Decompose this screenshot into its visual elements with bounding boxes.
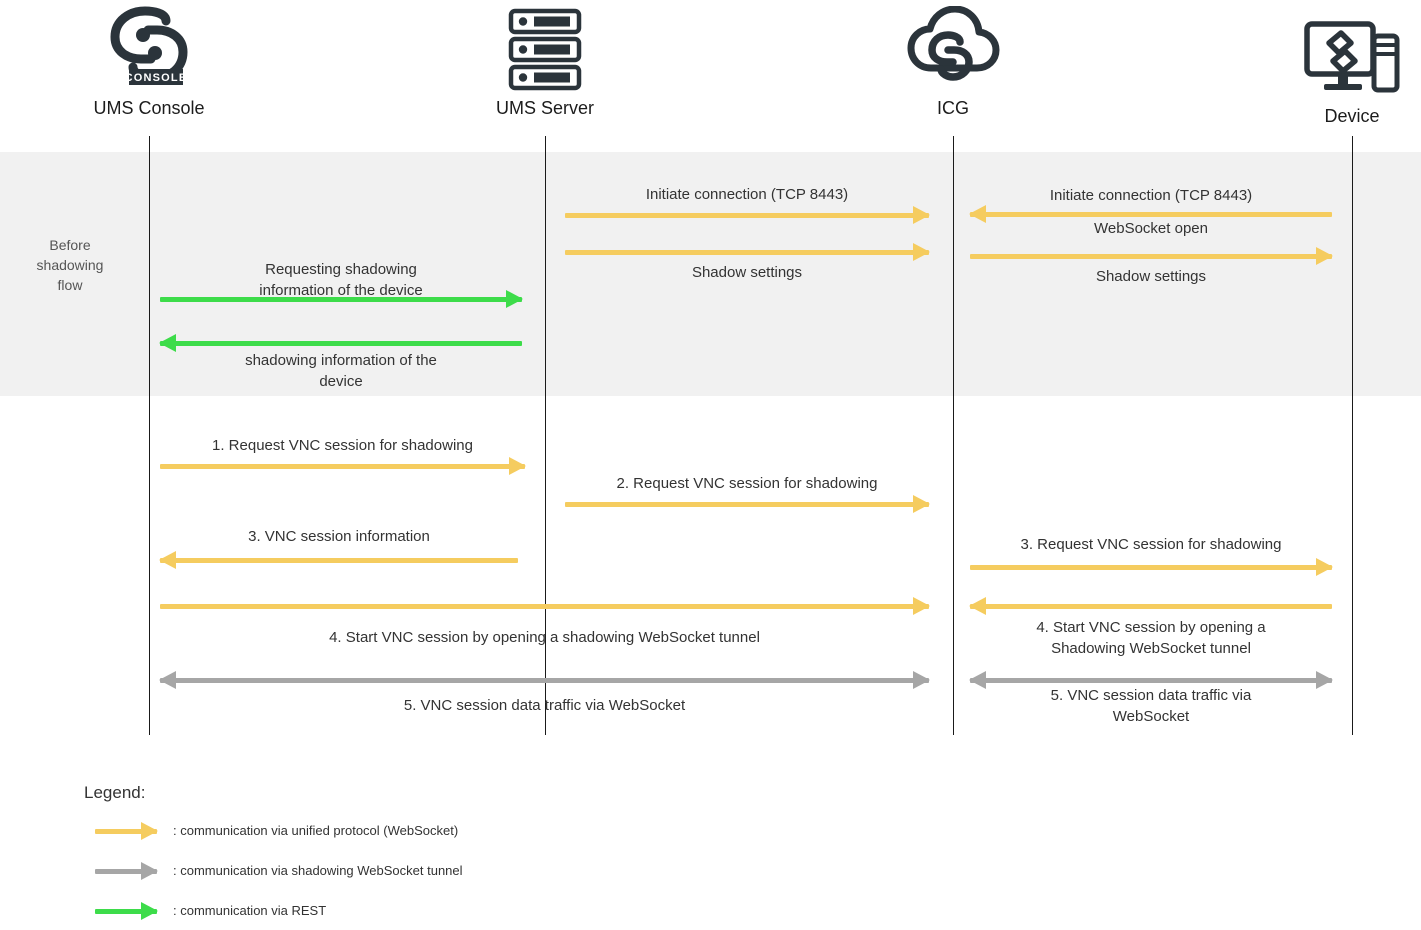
legend-item-rest: : communication via REST [95, 902, 595, 922]
actor-device: Device [1272, 12, 1421, 127]
legend-arrow-shadowing-icon [95, 862, 158, 880]
legend-item-shadowing: : communication via shadowing WebSocket … [95, 862, 595, 882]
message-arrow-m12 [160, 597, 930, 615]
message-label-m11: 3. Request VNC session for shadowing [1020, 536, 1282, 553]
legend-text-rest: : communication via REST [173, 903, 327, 918]
lifeline-ums-server [545, 136, 546, 735]
message-arrow-m15 [969, 671, 1333, 689]
message-label-m15: 5. VNC session data traffic via WebSocke… [1050, 687, 1252, 725]
message-label-m12: 4. Start VNC session by opening a shadow… [329, 629, 760, 646]
actor-label-ums-server: UMS Server [495, 98, 594, 118]
lifeline-device [1352, 136, 1353, 735]
actor-label-icg: ICG [936, 98, 969, 118]
message-arrow-m8 [160, 457, 526, 475]
message-label-m7: shadowing information of the device [245, 352, 437, 390]
legend-title: Legend: [84, 783, 146, 802]
desktop-computer-icon [1272, 12, 1421, 104]
message-label-m1: Initiate connection (TCP 8443) [645, 186, 849, 203]
message-arrow-m7 [159, 334, 522, 352]
actor-label-ums-console: UMS Console [93, 98, 205, 118]
message-label-m10: 3. VNC session information [248, 528, 430, 545]
message-arrow-m4 [970, 247, 1333, 265]
message-arrow-m6 [160, 290, 523, 308]
message-arrow-m14 [159, 671, 930, 689]
message-arrow-m10 [159, 551, 518, 569]
message-label-m14: 5. VNC session data traffic via WebSocke… [403, 697, 686, 714]
message-arrow-m3 [969, 205, 1332, 223]
message-label-m5: Shadow settings [1095, 268, 1207, 285]
legend-arrow-unified-icon [95, 822, 158, 840]
message-arrow-m2 [565, 243, 930, 261]
message-label-m4: WebSocket open [1094, 220, 1208, 237]
message-label-m13: 4. Start VNC session by opening a Shadow… [1036, 619, 1266, 657]
message-label-m8: 1. Request VNC session for shadowing [212, 437, 473, 454]
actor-ums-server: UMS Server [465, 4, 625, 119]
message-arrow-m9 [565, 495, 930, 513]
legend-text-shadowing: : communication via shadowing WebSocket … [173, 863, 463, 878]
message-label-m2: Shadow settings [691, 264, 803, 281]
before-shadowing-band [0, 152, 1421, 396]
actor-ums-console: CONSOLE UMS Console [69, 4, 229, 119]
message-label-m9: 2. Request VNC session for shadowing [616, 475, 878, 492]
message-label-m6: Requesting shadowing information of the … [259, 261, 423, 299]
cloud-gateway-icon [873, 4, 1033, 96]
actor-icg: ICG [873, 4, 1033, 119]
message-arrow-m13 [969, 597, 1332, 615]
actor-label-device: Device [1324, 106, 1380, 126]
legend-arrow-rest-icon [95, 902, 158, 920]
lifeline-ums-console [149, 136, 150, 735]
ums-console-logo-icon: CONSOLE [69, 4, 229, 96]
svg-text:CONSOLE: CONSOLE [125, 72, 188, 84]
lifeline-icg [953, 136, 954, 735]
band-label: Before shadowing flow [36, 237, 104, 293]
legend-item-unified: : communication via unified protocol (We… [95, 822, 595, 842]
message-arrow-m11 [970, 558, 1333, 576]
message-arrow-m1 [565, 206, 930, 224]
message-label-m3: Initiate connection (TCP 8443) [1049, 187, 1253, 204]
server-rack-icon [465, 4, 625, 96]
legend-text-unified: : communication via unified protocol (We… [173, 823, 459, 838]
